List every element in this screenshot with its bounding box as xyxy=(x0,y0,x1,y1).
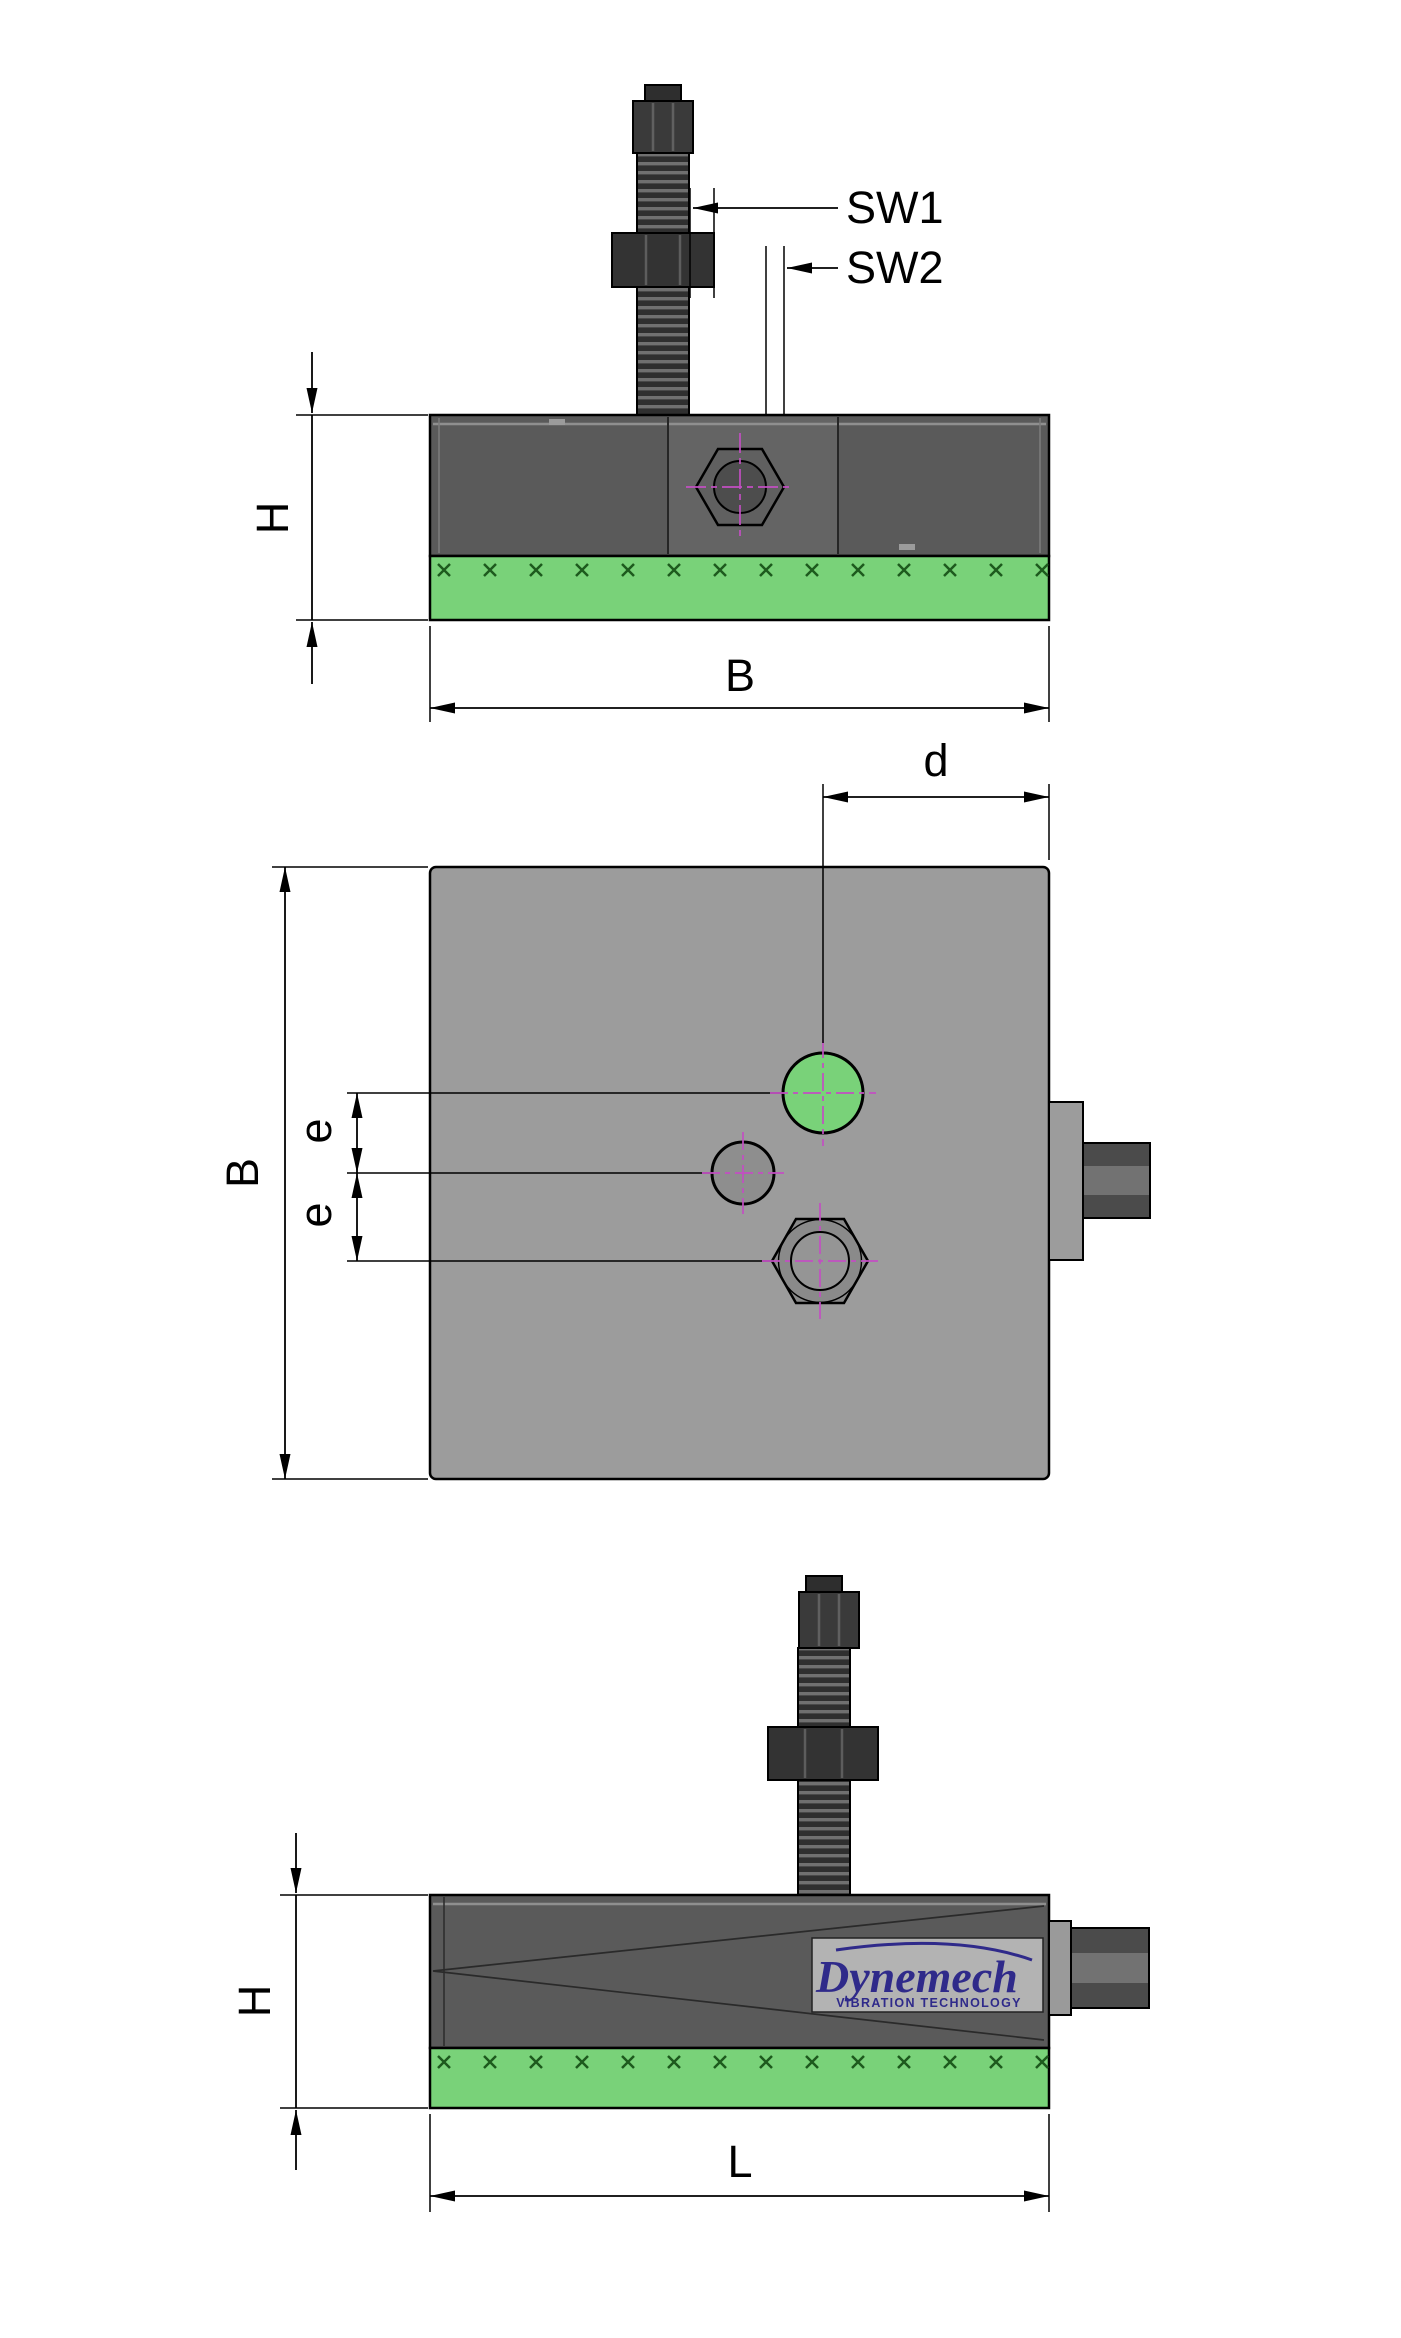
dim-l-label: L xyxy=(727,2136,752,2187)
dim-d-label: d xyxy=(923,735,948,786)
dim-d: d xyxy=(822,735,1050,1043)
dim-h-side-extensions xyxy=(280,1894,428,2109)
logo-swoosh xyxy=(835,1941,1033,1962)
dim-h-front-label: H xyxy=(247,502,298,535)
front-pad-texture xyxy=(430,556,1049,620)
side-stud-nut xyxy=(767,1726,879,1781)
plan-center-mark-nut xyxy=(762,1203,878,1319)
front-detail-mark-right xyxy=(899,544,915,550)
front-stud-cap-facets xyxy=(651,103,675,151)
side-pad-texture xyxy=(430,2048,1049,2108)
dim-h-side: H xyxy=(229,1833,428,2170)
dim-e2: e xyxy=(290,1173,363,1261)
front-stud-tip xyxy=(644,84,682,102)
dim-b-plan-label: B xyxy=(217,1158,268,1188)
dim-e1-label: e xyxy=(290,1118,341,1143)
dim-h-front-extensions xyxy=(296,414,428,621)
front-body-panel-lines xyxy=(667,417,839,554)
dim-h-front: H xyxy=(247,352,428,684)
dim-b-plan: B xyxy=(217,866,428,1480)
sw1-label: SW1 xyxy=(846,182,944,233)
front-center-mark xyxy=(686,433,794,541)
dim-h-side-label: H xyxy=(229,1985,280,2018)
side-bolt-tab xyxy=(1048,1920,1072,2016)
sw2-label: SW2 xyxy=(846,242,944,293)
front-stud-nut xyxy=(611,232,715,288)
plan-hole-reference-lines xyxy=(347,1092,823,1262)
side-bolt-head-facet xyxy=(1071,1953,1149,1983)
dim-l: L xyxy=(429,2114,1050,2212)
front-stud-cap xyxy=(632,100,694,154)
side-body-diagonal-lines xyxy=(432,1905,1045,2041)
side-bolt-head-outline xyxy=(1070,1927,1150,2009)
front-detail-mark-left xyxy=(549,419,565,425)
side-stud-nut-facets xyxy=(803,1729,844,1778)
plan-side-stud-tab xyxy=(1048,1101,1084,1261)
plan-center-mark-plain-hole xyxy=(702,1132,784,1214)
plan-center-mark-stud-hole xyxy=(770,1040,876,1146)
dim-b-plan-extensions xyxy=(272,866,428,1480)
side-stud-cap xyxy=(798,1591,860,1649)
sw-extension-lines xyxy=(689,188,785,420)
plan-side-stud-head-outline xyxy=(1082,1142,1151,1219)
logo-tagline: VIBRATION TECHNOLOGY xyxy=(836,1996,1022,2010)
side-stud-cap-facets xyxy=(817,1594,841,1646)
front-stud-nut-facets xyxy=(644,235,682,285)
logo-brand: Dynemech xyxy=(815,1951,1018,2002)
dim-b-front-label: B xyxy=(725,650,755,701)
front-body-edge-highlights xyxy=(438,418,1041,553)
front-view: SW1 SW2 H B xyxy=(247,84,1051,722)
dim-e1: e xyxy=(290,1093,363,1173)
dim-b-front: B xyxy=(429,626,1050,722)
plan-view: d B e e xyxy=(217,735,1151,1481)
plan-side-stud-head-facet xyxy=(1083,1166,1150,1195)
side-stud-tip xyxy=(805,1575,843,1593)
logo-plate xyxy=(811,1937,1044,2013)
side-view: Dynemech VIBRATION TECHNOLOGY H L xyxy=(229,1575,1150,2212)
dim-e2-label: e xyxy=(290,1202,341,1227)
